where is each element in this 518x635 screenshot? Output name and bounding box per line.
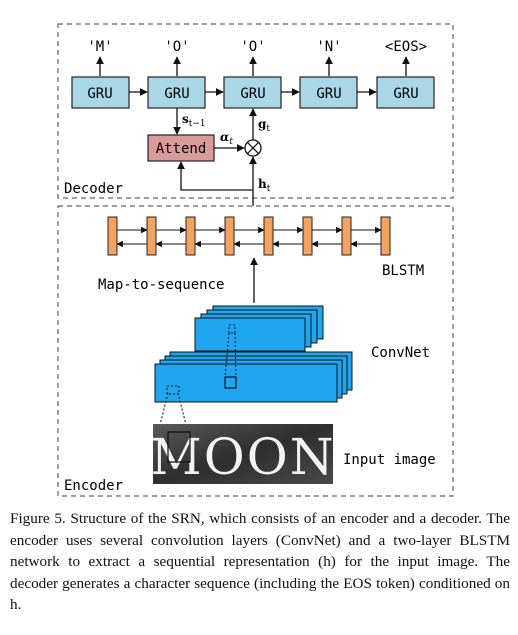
blstm-cell-1 [107, 216, 118, 256]
blstm-cell-7 [341, 216, 352, 256]
map-to-sequence-label: Map-to-sequence [98, 277, 224, 293]
blstm-cell-5 [263, 216, 274, 256]
srn-architecture-diagram: Decoder 'M' 'O' 'O' 'N' <EOS> GRU GRU GR… [57, 23, 454, 497]
receptive-field-lower [224, 376, 237, 389]
input-image-word: MOON [151, 428, 336, 486]
output-token-5: <EOS> [385, 39, 427, 55]
gru-label-2: GRU [164, 86, 189, 102]
output-token-4: 'N' [316, 39, 341, 55]
convnet-upper-stack [194, 305, 324, 352]
gru-box-4 [299, 76, 358, 109]
attend-box [147, 134, 215, 162]
receptive-field-conv [166, 385, 180, 395]
blstm-layer [107, 216, 391, 256]
blstm-cell-4 [224, 216, 235, 256]
decoder-outputs: 'M' 'O' 'O' 'N' <EOS> [87, 39, 427, 55]
figure-caption: Figure 5. Structure of the SRN, which co… [10, 510, 510, 613]
gru-box-3 [223, 76, 282, 109]
input-image: MOON [151, 424, 336, 486]
output-token-2: 'O' [164, 39, 189, 55]
encoder-box [57, 205, 454, 497]
blstm-cell-6 [302, 216, 313, 256]
gru-label-4: GRU [316, 86, 341, 102]
gru-box-1 [71, 76, 130, 109]
output-token-3: 'O' [240, 39, 265, 55]
attend-label: Attend [156, 141, 207, 157]
encoder-label: Encoder [64, 478, 123, 494]
input-image-label: Input image [343, 452, 436, 468]
receptive-field-upper [228, 324, 236, 334]
decoder-label: Decoder [64, 181, 123, 197]
g-label: gt [258, 117, 270, 134]
blstm-label: BLSTM [382, 263, 424, 279]
multiply-operator [244, 139, 262, 157]
h-label: ht [258, 177, 271, 194]
blstm-cell-3 [185, 216, 196, 256]
output-token-1: 'M' [87, 39, 112, 55]
decoder-box [57, 23, 454, 199]
gru-box-5 [376, 76, 435, 109]
s-prev-label: st−1 [182, 112, 206, 129]
convnet-label: ConvNet [371, 345, 430, 361]
gru-label-3: GRU [240, 86, 265, 102]
convnet-lower-stack [154, 351, 353, 403]
blstm-cell-2 [146, 216, 157, 256]
gru-label-1: GRU [87, 86, 112, 102]
blstm-cell-8 [380, 216, 391, 256]
alpha-label: αt [220, 130, 233, 147]
gru-label-5: GRU [393, 86, 418, 102]
gru-row: GRU GRU GRU GRU GRU [71, 76, 435, 109]
